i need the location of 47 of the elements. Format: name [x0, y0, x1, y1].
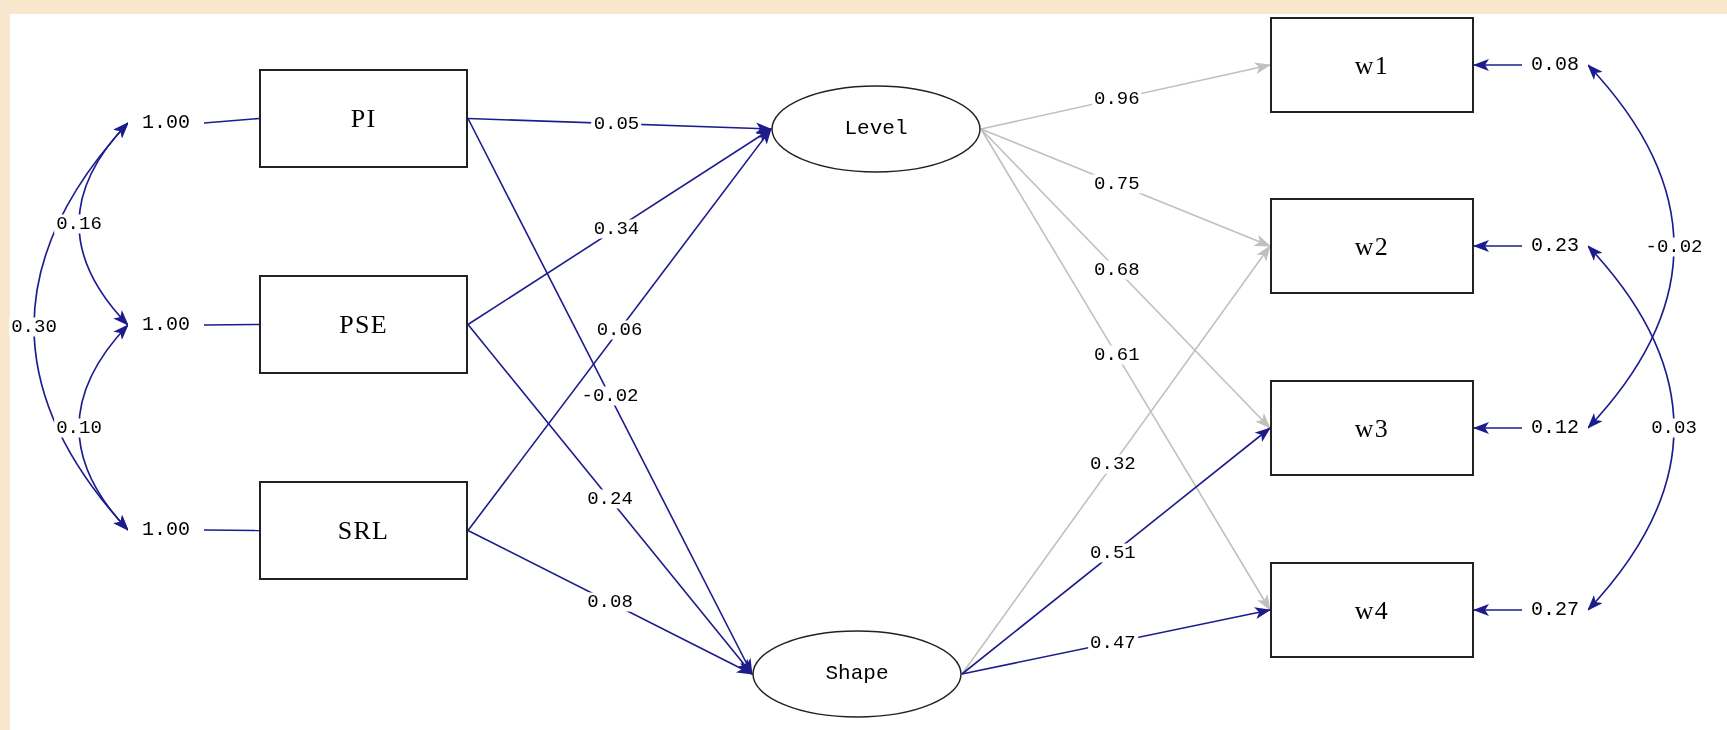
- path-coefficient: 0.16: [54, 214, 104, 234]
- path-arrow: [467, 128, 772, 326]
- variable-name: PSE: [339, 309, 388, 341]
- variable-name: PI: [350, 103, 377, 135]
- variable-box: [259, 481, 468, 580]
- variable-name: Level: [844, 116, 908, 143]
- variable-box: [1270, 198, 1474, 294]
- path-coefficient: 0.51: [1088, 543, 1138, 563]
- latent-variable-ellipse: [752, 630, 962, 718]
- path-coefficient: 0.32: [1088, 454, 1138, 474]
- connector-line: [203, 529, 260, 532]
- path-coefficient: 0.68: [1092, 260, 1142, 279]
- path-arrow: [980, 128, 1271, 429]
- path-coefficient: 0.10: [54, 418, 104, 437]
- path-arrow: [1473, 422, 1523, 434]
- path-coefficient: 0.30: [9, 317, 59, 336]
- path-coefficient: 0.61: [1092, 345, 1142, 365]
- path-arrow: [961, 427, 1271, 675]
- variable-name: Shape: [825, 661, 889, 688]
- path-coefficient: 0.06: [594, 320, 645, 340]
- path-arrow: [1587, 245, 1675, 611]
- path-coefficient: 0.03: [1649, 418, 1699, 438]
- connector-line: [203, 117, 260, 124]
- path-arrow: [1587, 64, 1675, 429]
- connector-line: [203, 323, 260, 326]
- variable-box: [259, 275, 468, 374]
- latent-variable-ellipse: [771, 85, 981, 173]
- path-arrow: [1473, 240, 1523, 252]
- path-arrow: [467, 128, 772, 532]
- path-arrow: [78, 324, 129, 531]
- variable-box: [259, 69, 468, 168]
- variable-name: w3: [1354, 412, 1390, 445]
- path-coefficient: 0.08: [585, 592, 635, 612]
- variable-name: w4: [1354, 594, 1390, 627]
- path-arrow: [1473, 59, 1523, 71]
- path-coefficient: 0.34: [591, 219, 642, 239]
- variable-name: SRL: [337, 515, 390, 547]
- path-coefficient: 0.96: [1092, 89, 1142, 109]
- variable-name: w1: [1354, 49, 1390, 82]
- path-arrow: [1473, 604, 1523, 616]
- variable-box: [1270, 562, 1474, 658]
- variable-box: [1270, 17, 1474, 113]
- path-coefficient: 0.24: [585, 489, 635, 509]
- path-arrow: [961, 245, 1271, 675]
- variable-name: w2: [1354, 230, 1390, 263]
- variable-box: [1270, 380, 1474, 476]
- path-coefficient: 0.75: [1092, 174, 1142, 194]
